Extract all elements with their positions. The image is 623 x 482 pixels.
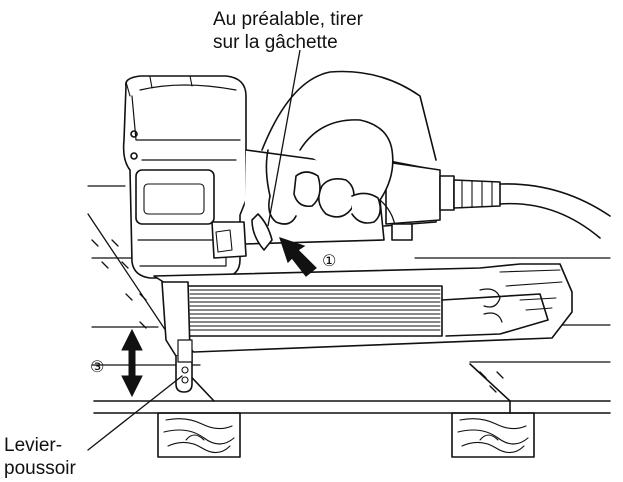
push-lever [161, 281, 193, 393]
trigger [211, 213, 273, 259]
air-fitting-and-hose [385, 161, 611, 239]
step-3-label: ③ [90, 357, 104, 376]
floor-plank [93, 363, 611, 414]
push-lever-line-1: Levier- [4, 435, 63, 456]
step-1-label: ① [322, 251, 336, 270]
joist-right [451, 412, 535, 458]
trigger-instruction-line-2: sur la gâchette [213, 32, 338, 53]
trigger-instruction-line-1: Au préalable, tirer [213, 9, 363, 30]
lever-leader-line [87, 375, 183, 451]
push-lever-label: Levier- poussoir [4, 434, 76, 480]
push-lever-line-2: poussoir [4, 458, 76, 479]
trigger-pull-arrow [279, 237, 317, 277]
up-down-arrow [121, 328, 143, 398]
joist-left [157, 412, 241, 458]
trigger-leader-line [267, 49, 301, 227]
nail-magazine [153, 263, 573, 353]
trigger-instruction-label: Au préalable, tirer sur la gâchette [213, 8, 363, 54]
operator-hand [261, 70, 437, 241]
